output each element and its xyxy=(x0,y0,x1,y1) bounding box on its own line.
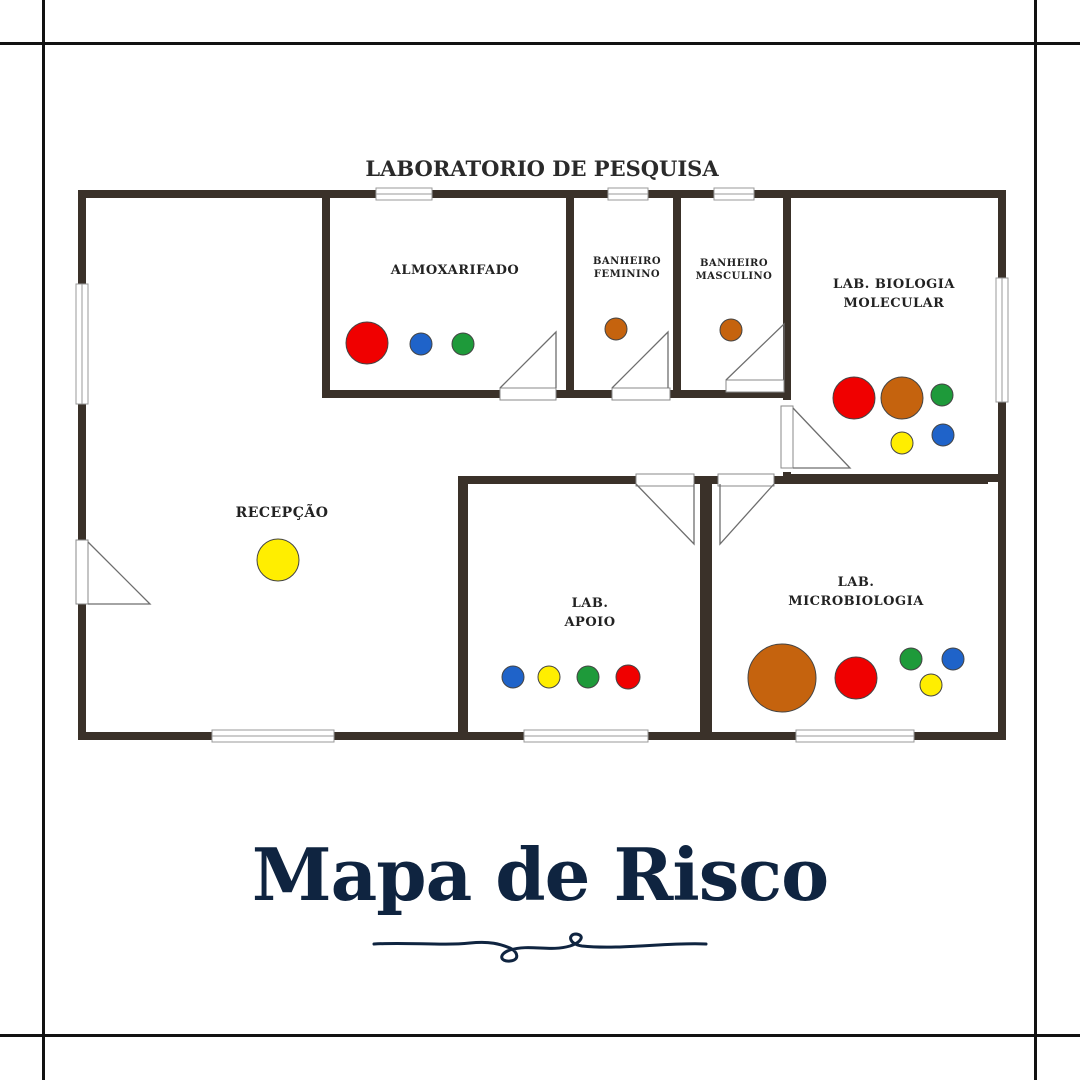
wall-bio-left xyxy=(783,190,791,400)
outer-wall-right xyxy=(998,190,1006,740)
door-opening-bio xyxy=(780,405,794,469)
door-swing-almox xyxy=(499,330,557,389)
risk-circle-banheiro-fem-brown xyxy=(604,317,628,341)
wall-banheiros-divider xyxy=(673,190,681,398)
risk-circle-micro-red xyxy=(834,656,878,700)
door-swing-banheiro-masc xyxy=(725,322,785,381)
door-swing-bio xyxy=(792,407,852,469)
room-label-lab-micro-2: MICROBIOLOGIA xyxy=(788,594,924,609)
door-opening-micro xyxy=(717,473,775,487)
door-swing-recepcao xyxy=(87,541,152,605)
risk-circle-bio-blue xyxy=(931,423,955,447)
door-opening-apoio xyxy=(635,473,695,487)
walls xyxy=(78,190,1006,740)
door-opening-recepcao xyxy=(75,539,89,605)
room-label-lab-micro-1: LAB. xyxy=(838,575,875,590)
room-label-banheiro-masculino-1: BANHEIRO xyxy=(700,258,768,269)
room-label-banheiro-masculino-2: MASCULINO xyxy=(696,271,773,282)
decorative-flourish xyxy=(372,932,708,963)
doors xyxy=(75,322,852,605)
door-opening-almox xyxy=(499,387,557,401)
risk-circle-micro-brown xyxy=(747,643,817,713)
room-label-lab-apoio-1: LAB. xyxy=(572,596,609,611)
outer-wall-left xyxy=(78,190,86,740)
door-opening-banheiro-masc xyxy=(725,379,785,393)
door-swing-micro xyxy=(719,483,775,546)
room-label-recepcao: RECEPÇÃO xyxy=(236,502,329,521)
door-opening-banheiro-fem xyxy=(611,387,671,401)
room-label-banheiro-feminino-1: BANHEIRO xyxy=(593,256,661,267)
risk-circle-micro-green xyxy=(899,647,923,671)
frame-line-right xyxy=(1034,0,1037,1080)
room-label-almoxarifado: ALMOXARIFADO xyxy=(390,263,519,278)
risk-circle-micro-blue xyxy=(941,647,965,671)
risk-circle-apoio-red xyxy=(615,664,641,690)
room-label-lab-apoio-2: APOIO xyxy=(563,615,615,630)
risk-circle-bio-brown xyxy=(880,376,924,420)
risk-circle-bio-yellow xyxy=(890,431,914,455)
wall-apoio-left xyxy=(458,476,468,740)
door-swing-apoio xyxy=(635,483,695,546)
wall-almox-right xyxy=(566,190,574,398)
risk-circle-almox-green xyxy=(451,332,475,356)
floor-plan: LABORATORIO DE PESQUISA ALMOXARIFADO BAN… xyxy=(75,156,1009,743)
frame-line-left xyxy=(42,0,45,1080)
plan-title: LABORATORIO DE PESQUISA xyxy=(365,156,719,181)
risk-circle-almox-blue xyxy=(409,332,433,356)
risk-circle-bio-green xyxy=(930,383,954,407)
windows xyxy=(75,187,1009,743)
risk-circle-almox-red xyxy=(345,321,389,365)
risk-circle-recepcao-yellow xyxy=(256,538,300,582)
wall-almox-left xyxy=(322,190,330,398)
risk-circle-apoio-yellow xyxy=(537,665,561,689)
main-title: Mapa de Risco xyxy=(251,832,829,917)
room-label-lab-biologia-1: LAB. BIOLOGIA xyxy=(833,277,955,292)
wall-apoio-right xyxy=(700,476,712,740)
risk-circle-apoio-green xyxy=(576,665,600,689)
risk-circle-banheiro-masc-brown xyxy=(719,318,743,342)
risk-circle-micro-yellow xyxy=(919,673,943,697)
room-label-lab-biologia-2: MOLECULAR xyxy=(844,296,945,311)
risk-markers xyxy=(256,317,965,713)
frame-line-top xyxy=(0,42,1080,45)
outer-wall-top xyxy=(78,190,1006,198)
door-swing-banheiro-fem xyxy=(611,330,669,389)
room-label-banheiro-feminino-2: FEMININO xyxy=(594,269,660,280)
frame-line-bottom xyxy=(0,1034,1080,1037)
risk-circle-bio-red xyxy=(832,376,876,420)
risk-circle-apoio-blue xyxy=(501,665,525,689)
